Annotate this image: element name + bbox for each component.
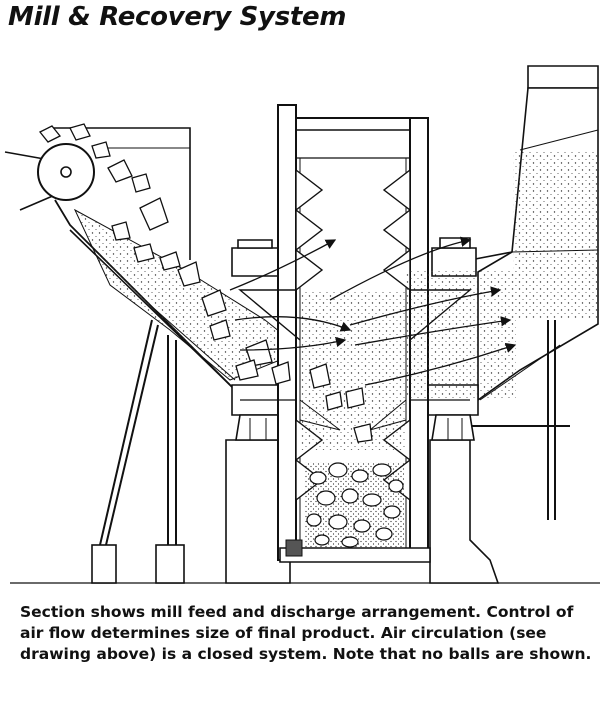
air-flow-arrows (229, 236, 517, 386)
mill-recovery-diagram (4, 65, 600, 584)
mill-shell (277, 104, 431, 563)
feed-chute (69, 208, 291, 386)
ore-charge (304, 462, 404, 548)
feed-rocks (38, 123, 373, 443)
discharge-gate (285, 539, 303, 557)
caption: Section shows mill feed and discharge ar… (20, 603, 592, 663)
left-bearing (231, 239, 291, 441)
left-shoulder (238, 289, 301, 341)
right-pier (429, 439, 500, 584)
page-title: Mill & Recovery System (8, 2, 347, 32)
left-supports (91, 319, 185, 584)
